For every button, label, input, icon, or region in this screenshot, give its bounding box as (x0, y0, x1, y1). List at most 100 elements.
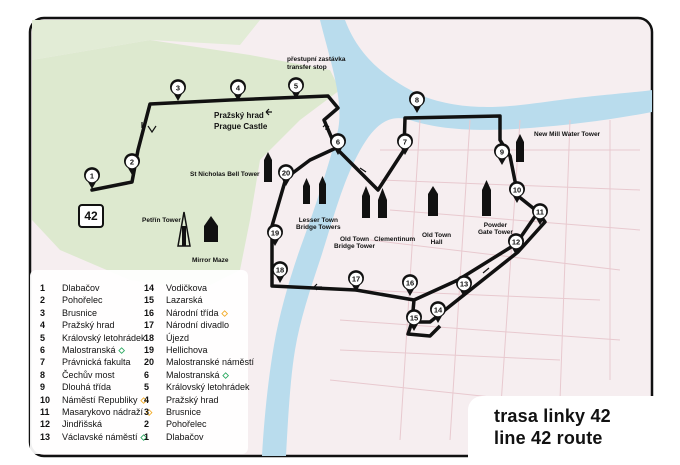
powder-gate-label: Powder Gate Tower (478, 222, 513, 236)
stop-number: 19 (144, 344, 155, 355)
legend-row: 3 Brusnice (40, 307, 152, 319)
stop-marker-8: 8 (408, 91, 425, 113)
svg-text:1: 1 (90, 172, 94, 181)
legend-row: 2 Pohořelec (40, 294, 152, 306)
river (262, 20, 652, 456)
svg-text:19: 19 (271, 229, 279, 238)
stop-marker-16: 16 (402, 274, 418, 296)
metro-a-icon: ⬦ (118, 344, 125, 355)
svg-text:5: 5 (294, 82, 298, 91)
stop-name: Dlabačov (166, 431, 204, 442)
stop-number: 4 (40, 320, 46, 331)
stop-name: Malostranská (62, 344, 116, 355)
stop-number: 3 (144, 406, 150, 417)
svg-text:12: 12 (512, 238, 520, 247)
old-town-bridge-label: Old Town Bridge Tower (334, 236, 376, 250)
stop-name: Brusnice (166, 406, 202, 417)
stop-number: 16 (144, 307, 155, 318)
stop-name: Masarykovo nádraží (62, 406, 144, 417)
stop-number: 20 (144, 357, 155, 368)
old-town-hall-icon (428, 194, 438, 216)
svg-text:8: 8 (415, 96, 419, 105)
svg-text:6: 6 (336, 138, 340, 147)
stop-number: 1 (144, 431, 150, 442)
stop-name: Vodičkova (166, 283, 208, 293)
stop-marker-2: 2 (123, 153, 140, 175)
legend-row: 9 Dlouhá třída (40, 381, 152, 393)
stop-name: Čechův most (62, 369, 115, 380)
stop-marker-19: 19 (267, 224, 283, 246)
stop-number: 4 (144, 394, 150, 405)
title-en: line 42 route (494, 428, 603, 448)
stop-marker-7: 7 (397, 133, 413, 155)
stop-name: Malostranské náměstí (166, 357, 255, 368)
stop-number: 2 (144, 419, 150, 430)
legend-row: 19 Hellichova (144, 344, 254, 356)
stop-number: 9 (40, 382, 46, 393)
stop-marker-12: 12 (508, 233, 524, 255)
stop-name: Dlouhá třída (62, 382, 112, 393)
route-number-badge: 42 (78, 204, 104, 228)
stop-number: 10 (40, 394, 51, 405)
st-nicholas-label: St Nicholas Bell Tower (190, 171, 260, 178)
stop-name: Újezd (166, 332, 190, 343)
stop-name: Pohořelec (166, 419, 207, 430)
stop-number: 3 (40, 307, 46, 318)
old-town-bridge-tower-icon (362, 196, 370, 218)
legend-row: 1 Dlabačov (144, 431, 254, 443)
stop-name: Brusnice (62, 307, 98, 318)
stop-name: Národní třída (166, 307, 219, 318)
legend-row: 6 Malostranská⬦ (144, 369, 254, 381)
landmark-icons (177, 134, 524, 247)
stop-name: Dlabačov (62, 283, 100, 293)
stop-number: 6 (144, 369, 150, 380)
svg-text:15: 15 (410, 314, 418, 323)
metro-a-icon: ⬦ (222, 369, 229, 380)
stop-number: 5 (40, 332, 46, 343)
stop-name: Náměstí Republiky (62, 394, 138, 405)
stop-number: 2 (40, 295, 46, 306)
stop-marker-15: 15 (406, 309, 422, 331)
title-box: trasa linky 42 line 42 route (468, 396, 664, 458)
stop-marker-13: 13 (455, 275, 472, 297)
stop-name: Malostranská (166, 369, 220, 380)
stop-number: 11 (40, 406, 50, 417)
lesser-town-tower-icon (303, 186, 310, 204)
old-town-hall-label: Old Town Hall (422, 232, 452, 246)
stop-marker-11: 11 (532, 203, 548, 225)
mirror-maze-label: Mirror Maze (192, 257, 229, 264)
legend-row: 20 Malostranské náměstí (144, 356, 254, 368)
metro-b-icon: ⬦ (140, 394, 147, 405)
st-nicholas-tower-icon (264, 160, 272, 182)
new-mill-label: New Mill Water Tower (534, 131, 601, 138)
stop-name: Hellichova (166, 344, 208, 355)
stop-name: Právnická fakulta (62, 357, 131, 368)
svg-text:17: 17 (352, 275, 360, 284)
stop-name: Národní divadlo (166, 320, 230, 331)
stop-marker-9: 9 (494, 143, 510, 165)
svg-text:16: 16 (406, 279, 414, 288)
stop-marker-1: 1 (84, 167, 100, 189)
stop-marker-3: 3 (170, 79, 187, 101)
legend-row: 14 Vodičkova (144, 282, 254, 294)
lesser-town-tower-icon (319, 184, 326, 204)
stop-number: 17 (144, 320, 155, 331)
stop-name: Pohořelec (62, 295, 103, 306)
lesser-town-label: Lesser Town Bridge Towers (296, 217, 341, 231)
stop-marker-20: 20 (278, 164, 294, 186)
stop-number: 5 (144, 382, 150, 393)
stop-number: 14 (144, 283, 155, 293)
stop-marker-6: 6 (330, 133, 346, 155)
new-mill-tower-icon (516, 142, 524, 162)
stop-marker-18: 18 (272, 261, 288, 283)
